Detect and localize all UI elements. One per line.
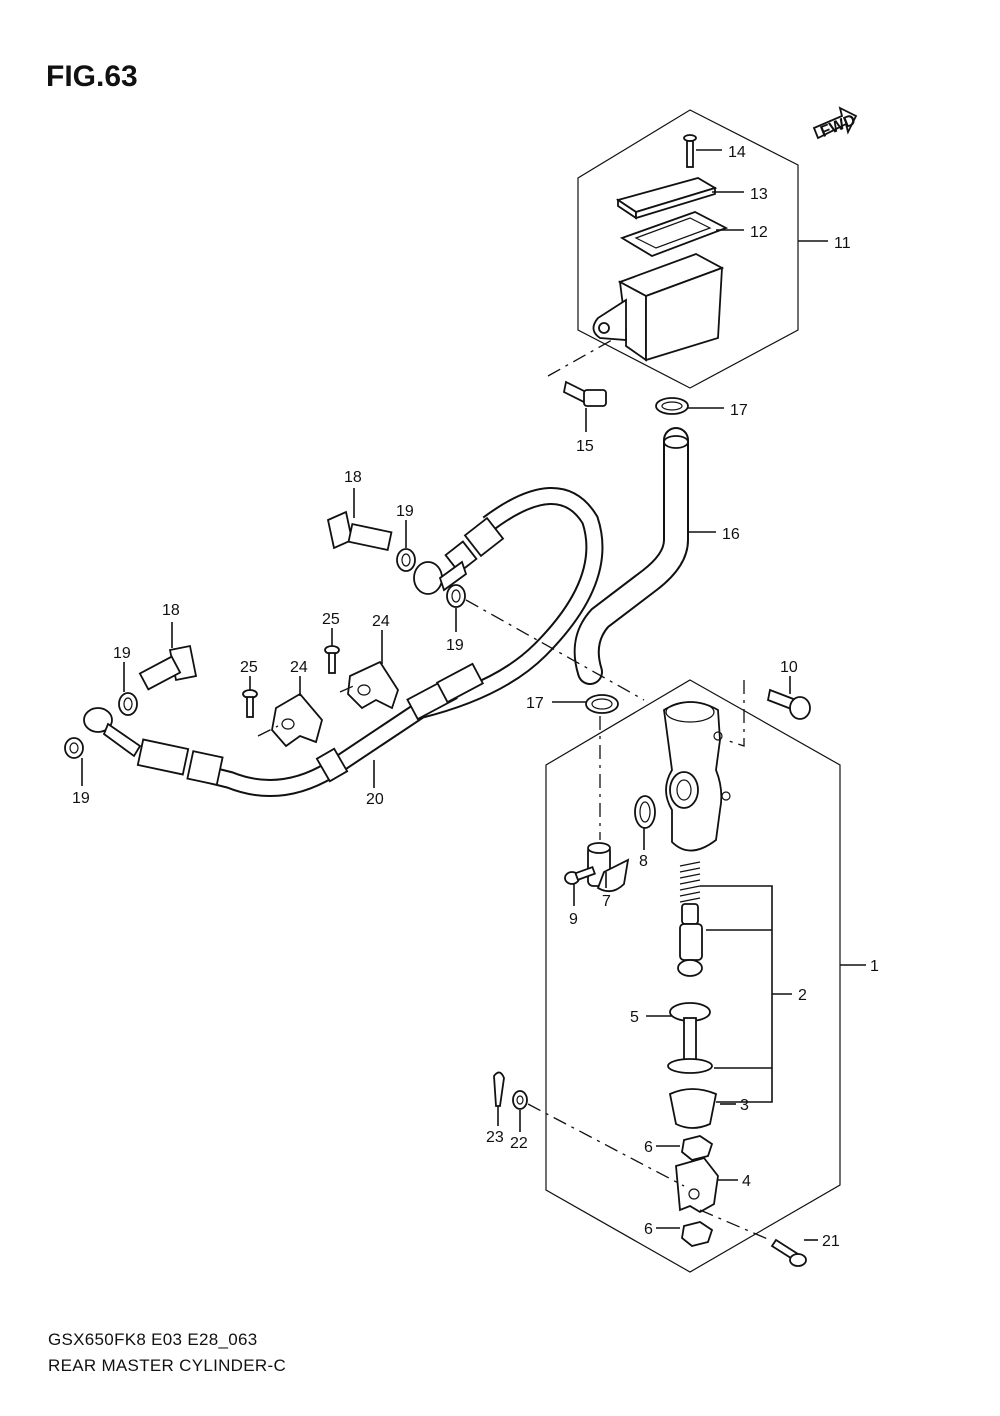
callout-18-upper: 18 [344,469,362,486]
callout-10: 10 [780,659,798,676]
callout-14: 14 [728,144,746,161]
callout-5: 5 [630,1009,639,1026]
fwd-label: FWD [818,112,858,141]
reservoir-hose-connector [587,842,630,893]
connector-screw [564,865,596,885]
callout-25-b: 25 [322,611,340,628]
callout-17-lower: 17 [526,695,544,712]
reservoir-cap-screw [683,134,697,168]
callout-11: 11 [834,235,851,252]
callout-6-upper: 6 [644,1139,653,1156]
callout-24-a: 24 [290,659,308,676]
callout-2: 2 [798,987,807,1004]
master-cylinder-body [663,701,731,852]
hose-clamp-lower [585,694,619,714]
reservoir-mount-bolt [562,380,607,407]
reservoir-assembly-outline [577,109,799,389]
callout-19-d: 19 [72,790,90,807]
callout-16: 16 [722,526,740,543]
banjo-fitting-upper [413,560,468,595]
reservoir-diaphragm [619,211,729,257]
hose-guide-clamps [242,645,399,748]
callout-19-c: 19 [113,645,131,662]
callout-19-a: 19 [396,503,414,520]
callout-3: 3 [740,1097,749,1114]
callout-23: 23 [486,1129,504,1146]
callout-12: 12 [750,224,768,241]
clevis-pin [770,1238,807,1267]
reservoir-body [592,253,725,362]
callout-25-a: 25 [240,659,258,676]
leader-lines [81,149,866,1241]
callout-24-b: 24 [372,613,390,630]
callout-1: 1 [870,958,879,975]
cotter-pin [493,1071,505,1107]
union-bolt-lower [138,644,198,691]
clevis-joint [675,1156,719,1214]
callout-17-upper: 17 [730,402,748,419]
callout-19-b: 19 [446,637,464,654]
callout-9: 9 [569,911,578,928]
callout-21: 21 [822,1233,840,1250]
callout-20: 20 [366,791,384,808]
callout-22: 22 [510,1135,528,1152]
callout-18-lower: 18 [162,602,180,619]
dust-boot [668,1088,718,1129]
callout-4: 4 [742,1173,751,1190]
gasket-washers [64,548,466,759]
brake-hose [187,487,604,797]
figure-title: FIG.63 [46,60,138,93]
model-code: GSX650FK8 E03 E28_063 [48,1330,258,1349]
lock-nuts [681,1135,714,1247]
union-bolt-upper [326,510,393,552]
callout-6-lower: 6 [644,1221,653,1238]
diagram-name: REAR MASTER CYLINDER-C [48,1356,287,1375]
callout-labels: 14 13 12 11 15 17 16 18 19 19 18 19 19 2… [72,144,879,1250]
hose-clamp-upper [655,397,689,415]
piston-spring-kit [667,861,713,1074]
plain-washer [512,1090,528,1110]
fwd-arrow-icon: FWD [812,106,858,141]
callout-13: 13 [750,186,768,203]
callout-8: 8 [639,853,648,870]
o-ring [634,795,656,829]
callout-7: 7 [602,893,611,910]
banjo-fitting-lower [83,707,142,758]
master-cylinder-assembly-outline [545,679,841,1273]
callout-15: 15 [576,438,594,455]
cylinder-mount-bolt [766,688,811,720]
